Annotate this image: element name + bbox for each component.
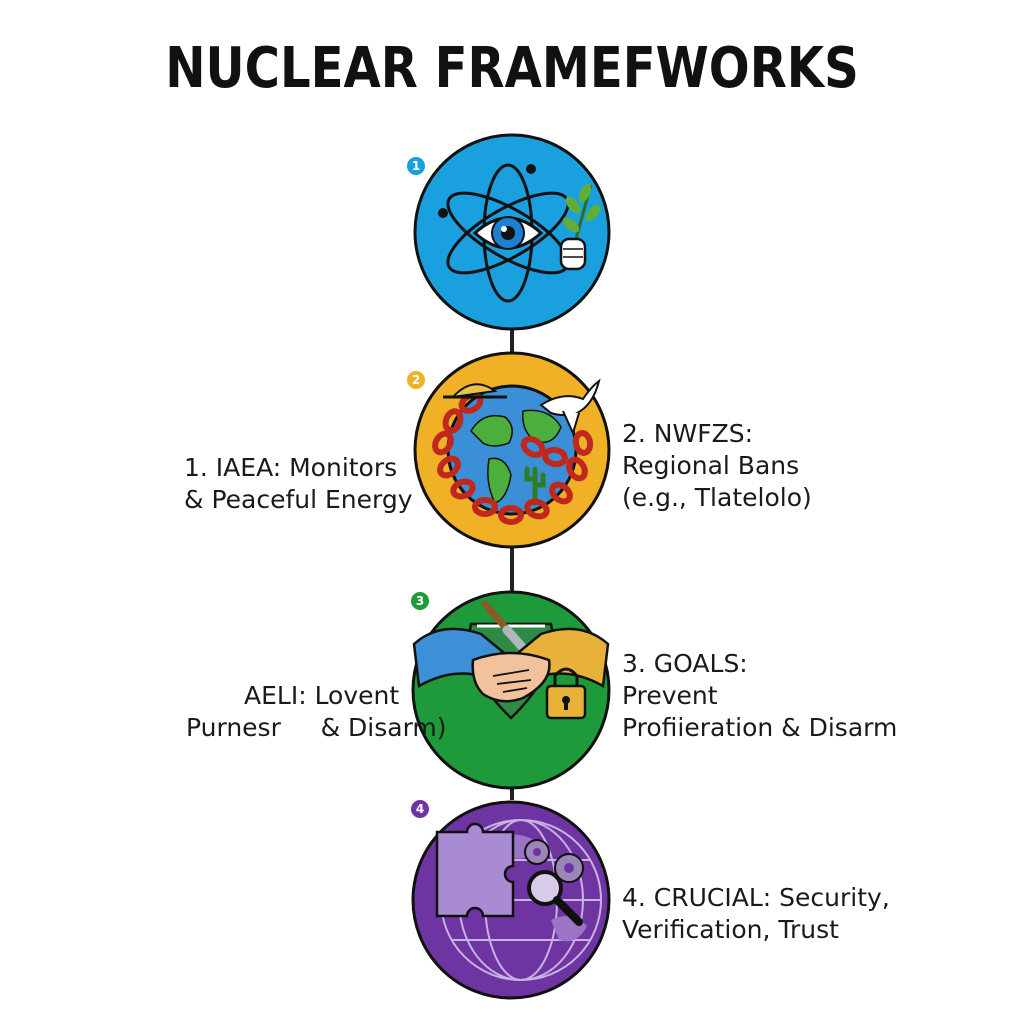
crucial-label: 4. CRUCIAL: Security, Verification, Trus… [622, 882, 890, 946]
nwfzs-label-line-3: (e.g., Tlatelolo) [622, 483, 812, 512]
nwfzs-node: 2 [407, 351, 611, 549]
crucial-label-line-1: 4. CRUCIAL: Security, [622, 883, 890, 912]
timeline-connector [510, 330, 514, 800]
goals-label-line-2: Prevent [622, 681, 718, 710]
nwfzs-label-line-2: Regional Bans [622, 451, 800, 480]
aeli-label: AELI: Lovent Purnesr & Disarm) [186, 680, 447, 744]
puzzle-gears-magnifier-globe-icon [411, 800, 611, 1000]
crucial-node: 4 [411, 800, 611, 1000]
handshake-shield-lock-icon [411, 590, 611, 790]
iaea-label: 1. IAEA: Monitors & Peaceful Energy [184, 452, 413, 516]
iaea-node: 1 [407, 133, 611, 331]
step-badge-3: 3 [411, 592, 429, 610]
page-title: NUCLEAR FRAMEFWORKS [165, 36, 859, 101]
chained-globe-dove-icon [413, 351, 611, 549]
nwfzs-label: 2. NWFZS: Regional Bans (e.g., Tlatelolo… [622, 418, 812, 514]
atom-eye-olive-branch-icon [413, 133, 611, 331]
goals-label: 3. GOALS: Prevent Profiieration & Disarm [622, 648, 897, 744]
step-badge-1: 1 [407, 157, 425, 175]
step-badge-4: 4 [411, 800, 429, 818]
aeli-label-line-1: AELI: Lovent [244, 681, 400, 710]
step-badge-2: 2 [407, 371, 425, 389]
goals-label-line-3: Profiieration & Disarm [622, 713, 898, 742]
goals-node: 3 [411, 590, 611, 790]
iaea-label-line-2: & Peaceful Energy [184, 485, 413, 514]
goals-label-line-1: 3. GOALS: [622, 649, 748, 678]
nwfzs-label-line-1: 2. NWFZS: [622, 419, 754, 448]
crucial-label-line-2: Verification, Trust [622, 915, 839, 944]
iaea-label-line-1: 1. IAEA: Monitors [184, 453, 398, 482]
aeli-label-line-2: Purnesr & Disarm) [186, 713, 447, 742]
